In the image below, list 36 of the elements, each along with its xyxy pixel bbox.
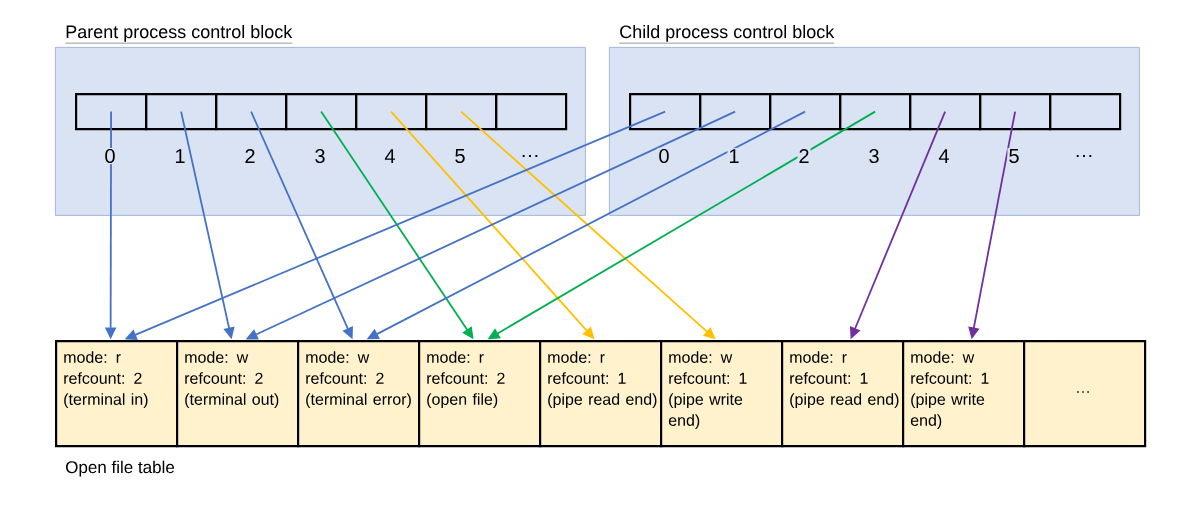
table-cell: mode: r refcount: 1 (pipe read end) [781, 340, 905, 448]
heading: Parent process control block [65, 24, 293, 44]
array-cell [425, 93, 498, 131]
index-number: … [1073, 153, 1095, 159]
index-number: 4 [937, 148, 951, 164]
index-number: 2 [797, 148, 811, 164]
table-cell: mode: w refcount: 2 (terminal out) [176, 340, 300, 448]
array-cell [979, 93, 1052, 131]
index-number: … [519, 153, 541, 159]
table-cell: mode: w refcount: 1 (pipe write end) [902, 340, 1026, 448]
index-number: 1 [727, 148, 741, 164]
table-cell: mode: w refcount: 2 (terminal error) [297, 340, 421, 448]
array-cell [769, 93, 842, 131]
index-number: 4 [383, 148, 397, 164]
array-cell [909, 93, 982, 131]
index-number: 5 [1007, 148, 1021, 164]
array-cell [285, 93, 358, 131]
array-cell [839, 93, 912, 131]
array-cell [215, 93, 288, 131]
array-cell [1049, 93, 1122, 131]
table-cell: mode: w refcount: 1 (pipe write end) [660, 340, 784, 448]
index-number: 1 [173, 148, 187, 164]
table-cell: … [1023, 340, 1147, 448]
array-cell [629, 93, 702, 131]
table-cell: mode: r refcount: 1 (pipe read end) [539, 340, 663, 448]
index-number: 5 [453, 148, 467, 164]
array-cell [699, 93, 772, 131]
index-number: 2 [243, 148, 257, 164]
array-cell [495, 93, 568, 131]
array-cell [145, 93, 218, 131]
table-cell: mode: r refcount: 2 (terminal in) [55, 340, 179, 448]
heading: Child process control block [619, 24, 835, 44]
table-caption: Open file table [66, 460, 175, 477]
array-cell [355, 93, 428, 131]
table-cell: mode: r refcount: 2 (open file) [418, 340, 542, 448]
array-cell [75, 93, 148, 131]
